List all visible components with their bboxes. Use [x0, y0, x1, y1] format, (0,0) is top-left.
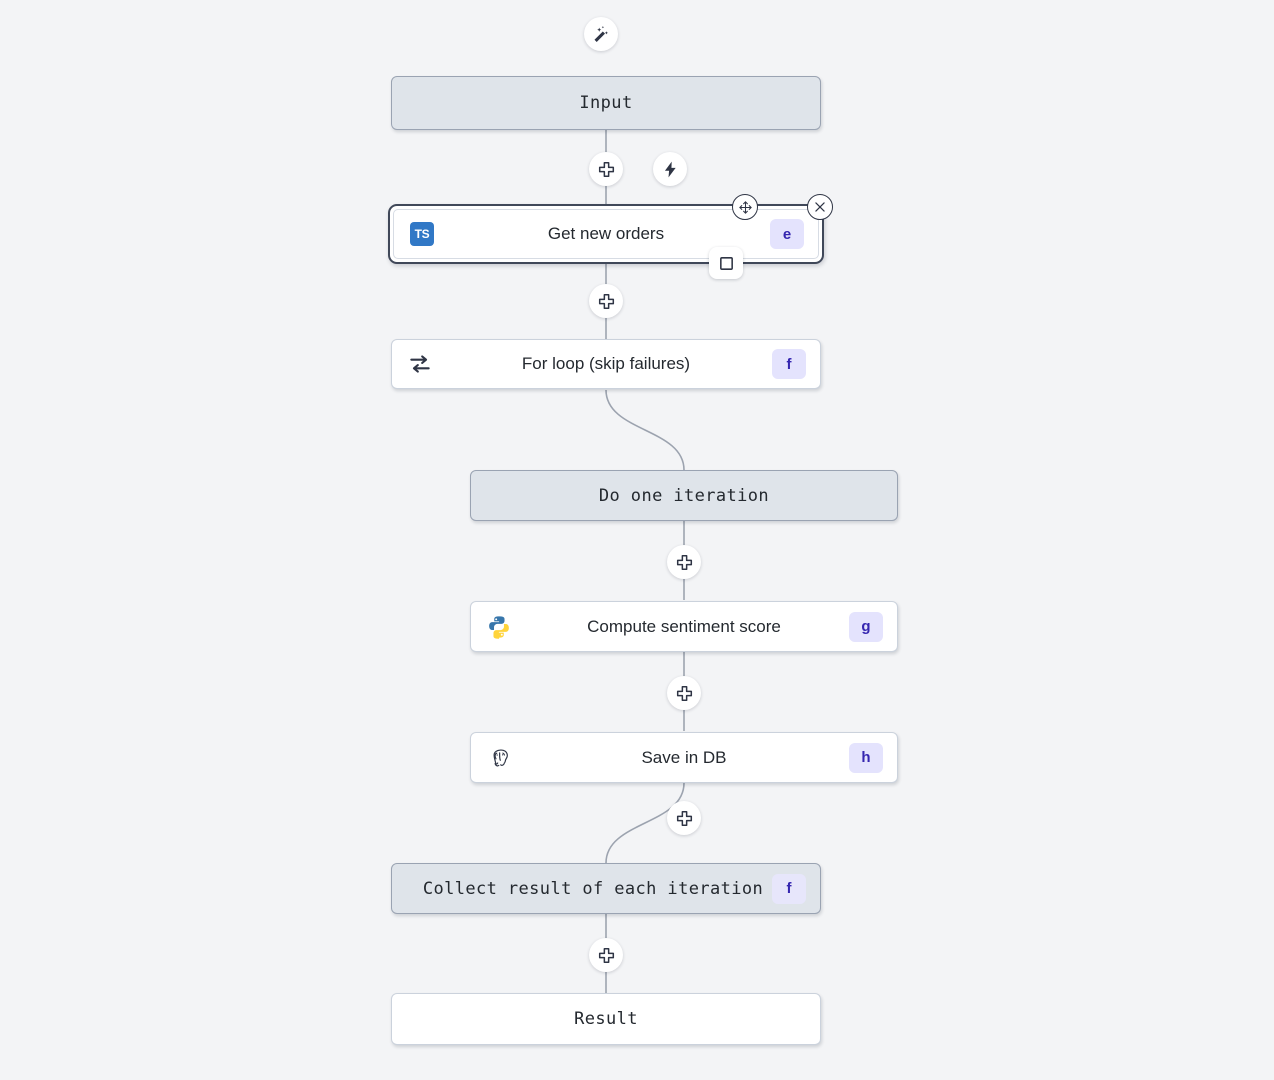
flow-node-result[interactable]: Result — [391, 993, 821, 1045]
flow-node-compute-sentiment-score-shortcut-badge: g — [849, 611, 883, 642]
flow-node-do-one-iteration-label: Do one iteration — [598, 485, 770, 506]
trigger-button[interactable] — [653, 152, 687, 186]
close-node-button[interactable] — [807, 194, 833, 220]
typescript-icon: TS — [408, 220, 436, 248]
flow-node-get-new-orders-label: Get new orders — [547, 224, 665, 243]
flow-node-collect-result[interactable]: Collect result of each iteration f — [391, 863, 821, 914]
flow-node-compute-sentiment-score[interactable]: Compute sentiment score g — [470, 601, 898, 652]
flow-node-result-label: Result — [574, 1009, 638, 1029]
flow-node-get-new-orders-shortcut-badge: e — [770, 219, 804, 249]
move-arrows-icon — [738, 200, 752, 214]
flow-node-for-loop-label: For loop (skip failures) — [521, 354, 691, 373]
edge-for-loop-to-do-one-iteration — [605, 389, 685, 471]
plus-icon — [598, 161, 614, 177]
flow-node-compute-sentiment-score-label: Compute sentiment score — [587, 616, 781, 636]
flow-node-input-label: Input — [579, 93, 633, 113]
flow-node-get-new-orders[interactable]: TS Get new orders e — [388, 204, 824, 264]
flow-node-collect-result-label: Collect result of each iteration — [422, 878, 764, 899]
resize-node-button[interactable] — [709, 247, 743, 279]
flow-node-do-one-iteration[interactable]: Do one iteration — [470, 470, 898, 521]
plus-icon — [598, 947, 614, 963]
add-node-button-after-collect-result[interactable] — [589, 938, 623, 972]
add-node-button-after-input[interactable] — [589, 152, 623, 186]
flow-node-input[interactable]: Input — [391, 76, 821, 130]
flow-node-save-in-db[interactable]: Save in DB h — [470, 732, 898, 783]
add-node-button-after-save-in-db[interactable] — [667, 801, 701, 835]
postgresql-icon — [485, 744, 513, 772]
ai-assistant-button[interactable] — [584, 17, 618, 51]
loop-icon — [406, 350, 434, 378]
plus-icon — [676, 685, 692, 701]
flow-node-collect-result-shortcut-badge: f — [772, 873, 806, 904]
lightning-bolt-icon — [664, 161, 676, 177]
move-handle-button[interactable] — [732, 194, 758, 220]
plus-icon — [676, 810, 692, 826]
add-node-button-after-get-new-orders[interactable] — [589, 284, 623, 318]
plus-icon — [676, 554, 692, 570]
flow-node-for-loop[interactable]: For loop (skip failures) f — [391, 339, 821, 389]
plus-icon — [598, 293, 614, 309]
close-x-icon — [815, 202, 825, 212]
add-node-button-after-compute-sentiment-score[interactable] — [667, 676, 701, 710]
add-node-button-after-do-one-iteration[interactable] — [667, 545, 701, 579]
flow-node-save-in-db-shortcut-badge: h — [849, 742, 883, 773]
square-outline-icon — [719, 256, 733, 270]
flow-node-for-loop-shortcut-badge: f — [772, 349, 806, 379]
magic-wand-icon — [594, 25, 608, 42]
flow-node-save-in-db-label: Save in DB — [641, 747, 727, 767]
python-icon — [485, 613, 513, 641]
